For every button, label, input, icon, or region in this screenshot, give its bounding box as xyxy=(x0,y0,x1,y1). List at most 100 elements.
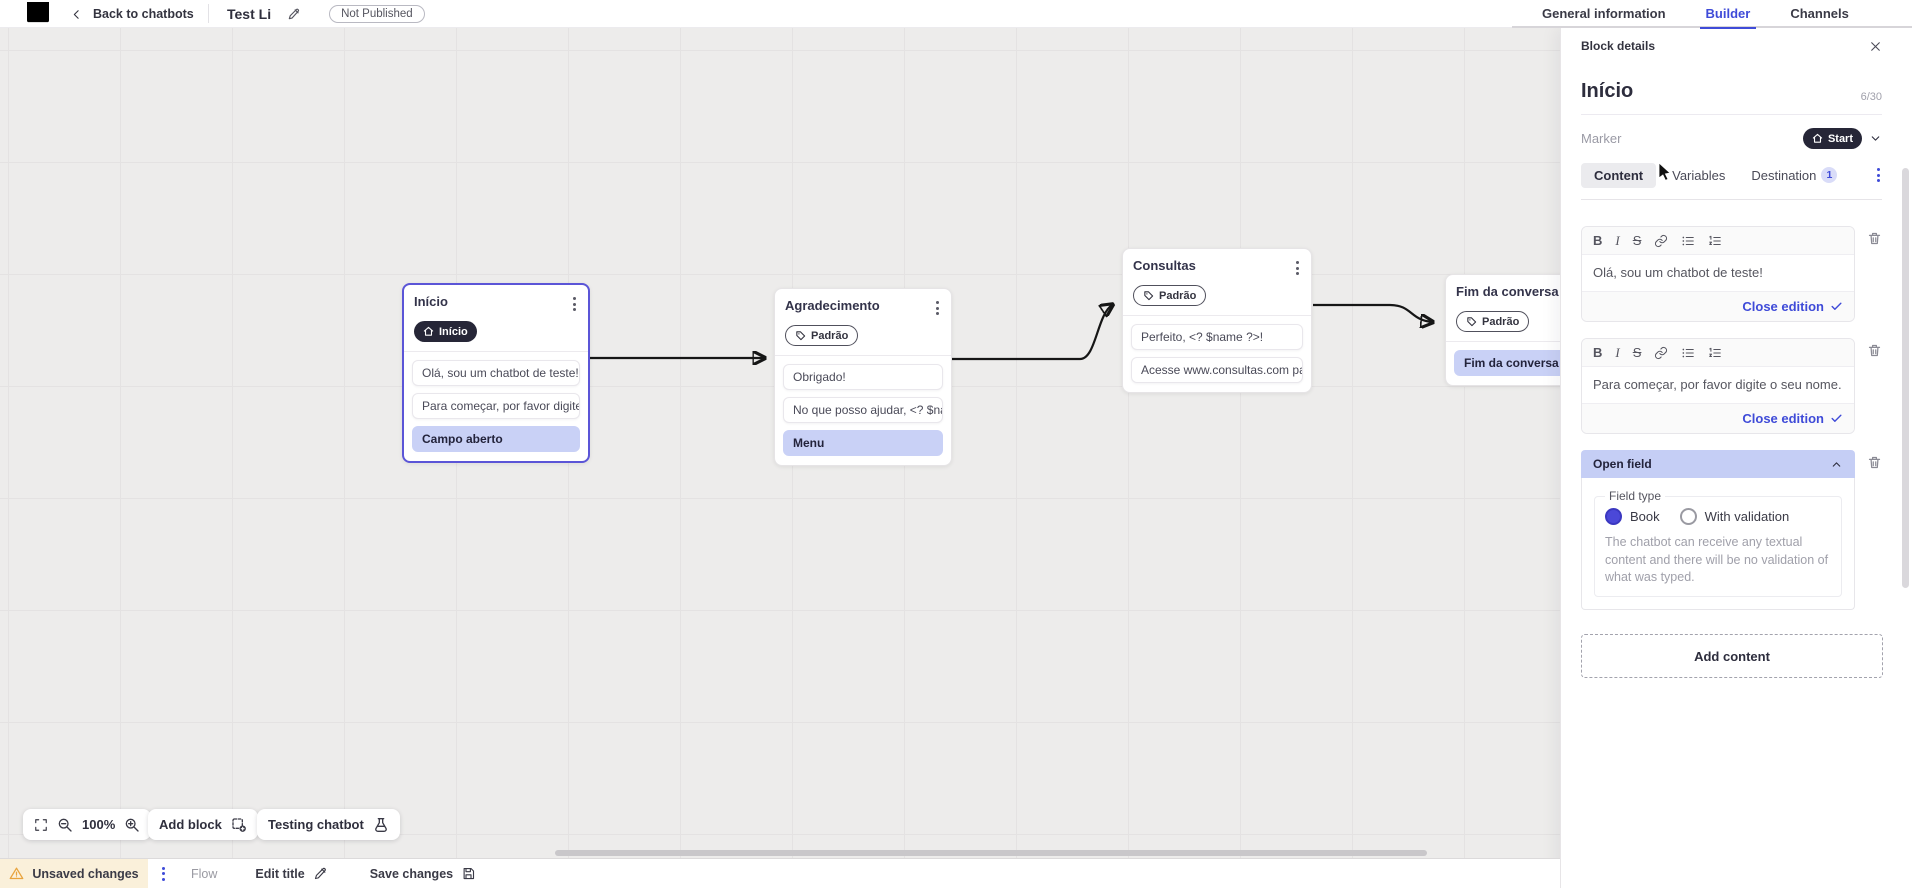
block-row[interactable]: No que posso ajudar, <? $name ... xyxy=(783,397,943,423)
block-marker-pill: Padrão xyxy=(1133,285,1207,306)
radio-selected-icon[interactable] xyxy=(1605,508,1622,526)
edge-agradecimento-consultas xyxy=(952,305,1112,361)
tab-destination[interactable]: Destination 1 xyxy=(1741,162,1847,188)
strikethrough-icon[interactable]: S xyxy=(1632,345,1642,361)
chatbot-title[interactable]: Test Li xyxy=(227,6,272,22)
add-block-icon xyxy=(231,817,247,833)
marker-label: Marker xyxy=(1581,131,1622,146)
destination-count-badge: 1 xyxy=(1821,167,1838,183)
block-title: Consultas xyxy=(1133,258,1196,273)
pencil-icon xyxy=(313,866,328,881)
flow-block-in-cio[interactable]: Início Início Olá, sou um chatbot de tes… xyxy=(402,283,590,463)
trash-icon[interactable] xyxy=(1867,343,1882,358)
flow-label: Flow xyxy=(191,866,218,881)
content-editor[interactable]: B I S Olá, sou um chatbot de teste! Clos… xyxy=(1581,226,1855,323)
block-row[interactable]: Para começar, por favor digite o ... xyxy=(412,393,580,419)
block-row[interactable]: Perfeito, <? $name ?>! xyxy=(1131,324,1303,350)
italic-icon[interactable]: I xyxy=(1615,233,1620,248)
block-row[interactable]: Acesse www.consultas.com par... xyxy=(1131,357,1303,383)
flow-edges xyxy=(590,28,1560,858)
statusbar-menu-icon[interactable] xyxy=(160,864,167,884)
bullet-list-icon[interactable] xyxy=(1681,234,1695,248)
panel-title: Block details xyxy=(1581,39,1656,53)
trash-icon[interactable] xyxy=(1867,231,1882,246)
tab-channels[interactable]: Channels xyxy=(1790,5,1849,21)
block-menu-icon[interactable] xyxy=(934,298,941,318)
check-icon xyxy=(1830,412,1843,425)
close-icon[interactable] xyxy=(1869,40,1882,53)
add-content-button[interactable]: Add content xyxy=(1581,634,1883,679)
block-row[interactable]: Fim da conversa xyxy=(1454,350,1560,376)
radio-with-validation[interactable]: With validation xyxy=(1679,508,1789,526)
flow-canvas[interactable]: Início Início Olá, sou um chatbot de tes… xyxy=(0,28,1560,858)
check-icon xyxy=(1830,300,1843,313)
close-edition-button[interactable]: Close edition xyxy=(1582,291,1854,322)
edit-title-button[interactable]: Edit title xyxy=(255,866,327,881)
block-marker-pill: Padrão xyxy=(785,325,859,346)
block-marker-pill: Padrão xyxy=(1456,311,1530,332)
block-row[interactable]: Menu xyxy=(783,430,943,456)
start-marker-pill: Start xyxy=(1802,128,1862,149)
bold-icon[interactable]: B xyxy=(1593,345,1603,361)
fit-screen-icon[interactable] xyxy=(34,818,48,832)
block-row[interactable]: Campo aberto xyxy=(412,426,580,452)
testing-chatbot-button[interactable]: Testing chatbot xyxy=(257,809,400,840)
tab-content[interactable]: Content xyxy=(1581,162,1657,188)
open-field-section: Open field Field type Book With validati… xyxy=(1581,450,1855,611)
flow-block-fim-da-conversa[interactable]: Fim da conversa Padrão Fim da conversa xyxy=(1445,274,1560,386)
flow-block-consultas[interactable]: Consultas Padrão Perfeito, <? $name ?>! A… xyxy=(1122,248,1312,393)
warning-icon xyxy=(9,866,24,881)
home-icon xyxy=(423,326,434,337)
flow-block-agradecimento[interactable]: Agradecimento Padrão Obrigado!No que pos… xyxy=(774,288,952,466)
block-menu-icon[interactable] xyxy=(571,294,578,314)
editor-toolbar: B I S xyxy=(1582,227,1854,255)
italic-icon[interactable]: I xyxy=(1615,345,1620,361)
back-to-chatbots-button[interactable]: Back to chatbots xyxy=(70,0,194,28)
block-title: Início xyxy=(414,294,448,309)
top-bar: Back to chatbots Test Li Not Published G… xyxy=(0,0,1912,29)
content-editor[interactable]: B I S Para começar, por favor digite o s… xyxy=(1581,338,1855,435)
link-icon[interactable] xyxy=(1654,234,1668,248)
editor-toolbar: B I S xyxy=(1582,339,1854,368)
block-details-panel: Block details Início 6/30 Marker Start C… xyxy=(1560,28,1912,888)
chevron-down-icon xyxy=(1869,132,1882,145)
message-text[interactable]: Para começar, por favor digite o seu nom… xyxy=(1593,377,1842,393)
tab-builder[interactable]: Builder xyxy=(1699,0,1757,29)
radio-unselected-icon[interactable] xyxy=(1679,508,1697,526)
add-block-button[interactable]: Add block xyxy=(148,809,258,840)
horizontal-scrollbar[interactable] xyxy=(555,850,1427,856)
open-field-header[interactable]: Open field xyxy=(1581,450,1855,479)
bold-icon[interactable]: B xyxy=(1593,233,1603,248)
tab-variables[interactable]: Variables xyxy=(1672,167,1726,183)
tab-general-information[interactable]: General information xyxy=(1542,5,1666,21)
numbered-list-icon[interactable] xyxy=(1708,234,1722,248)
field-type-label: Field type xyxy=(1609,489,1662,504)
panel-menu-icon[interactable] xyxy=(1875,165,1882,185)
block-menu-icon[interactable] xyxy=(1294,258,1301,278)
numbered-list-icon[interactable] xyxy=(1708,346,1722,360)
status-bar: Unsaved changes Flow Edit title Save cha… xyxy=(0,858,1560,888)
unsaved-changes-indicator: Unsaved changes xyxy=(0,859,148,888)
block-row[interactable]: Obrigado! xyxy=(783,364,943,390)
link-icon[interactable] xyxy=(1654,346,1668,360)
zoom-in-icon[interactable] xyxy=(124,817,140,833)
marker-select[interactable]: Start xyxy=(1802,128,1882,149)
block-row[interactable]: Olá, sou um chatbot de teste! xyxy=(412,360,580,386)
strikethrough-icon[interactable]: S xyxy=(1632,233,1642,248)
home-icon xyxy=(1812,133,1823,144)
bullet-list-icon[interactable] xyxy=(1681,346,1695,360)
vertical-scrollbar[interactable] xyxy=(1902,168,1909,588)
chevron-left-icon xyxy=(70,8,83,21)
close-edition-button[interactable]: Close edition xyxy=(1582,403,1854,434)
top-nav-tabs: General information Builder Channels xyxy=(1512,0,1912,29)
save-changes-button[interactable]: Save changes xyxy=(370,866,476,881)
block-name-input[interactable]: Início xyxy=(1581,80,1634,102)
zoom-out-icon[interactable] xyxy=(57,817,73,833)
radio-book[interactable]: Book xyxy=(1605,508,1660,526)
name-char-counter: 6/30 xyxy=(1860,91,1882,103)
message-text[interactable]: Olá, sou um chatbot de teste! xyxy=(1593,265,1763,280)
edit-title-icon[interactable] xyxy=(287,7,301,21)
tag-icon xyxy=(795,330,806,341)
trash-icon[interactable] xyxy=(1867,455,1882,470)
testing-chatbot-label: Testing chatbot xyxy=(268,817,364,832)
